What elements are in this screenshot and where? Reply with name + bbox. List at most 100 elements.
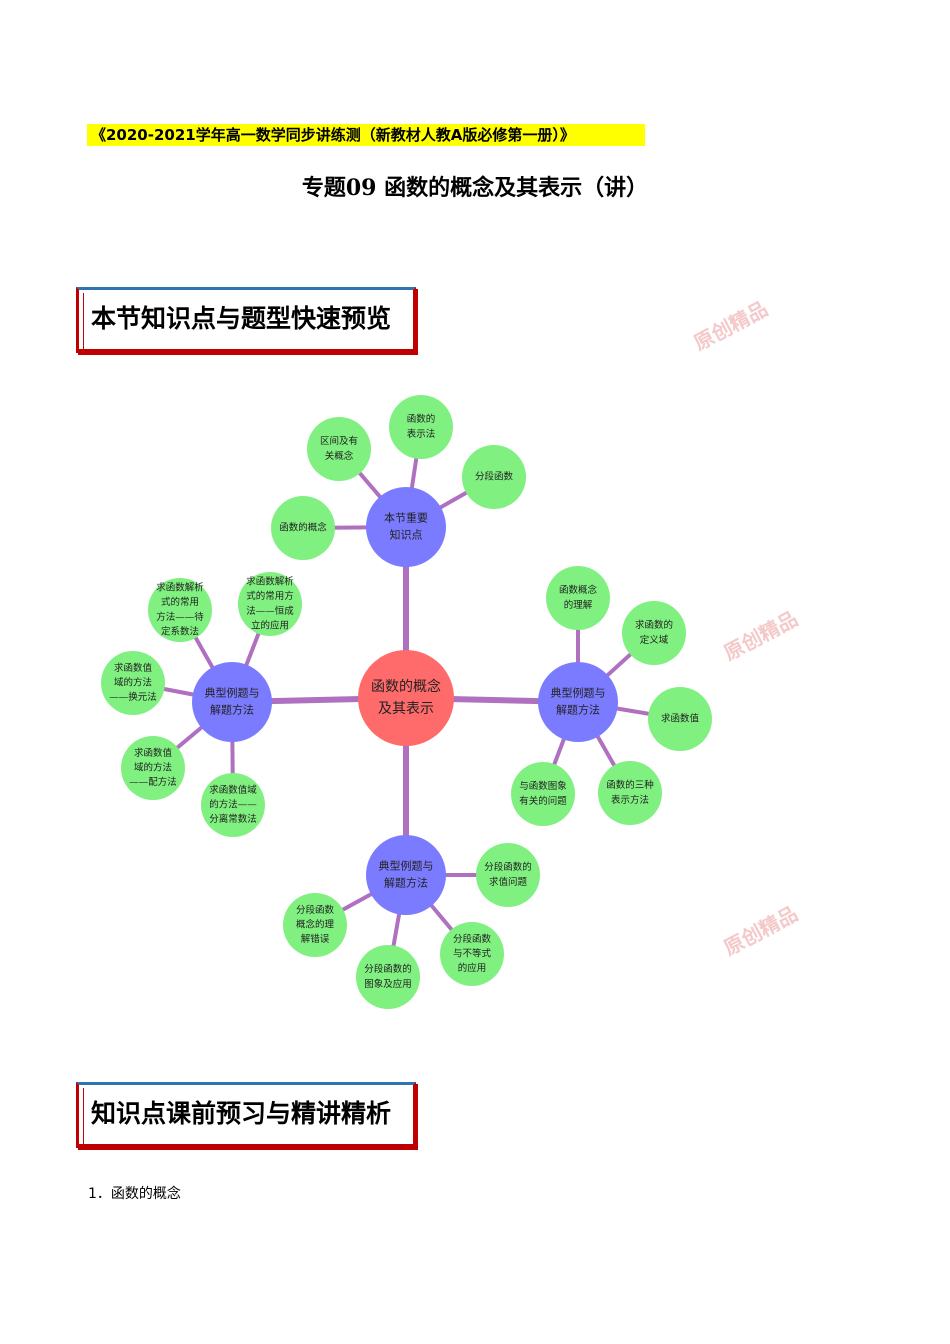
leaf-node-circle <box>598 761 662 825</box>
hub-node-circle <box>192 662 272 742</box>
leaf-node-label: 定义域 <box>640 634 669 646</box>
leaf-node-circle <box>121 736 185 800</box>
leaf-node-label: 分段函数 <box>296 904 335 916</box>
leaf-node-circle <box>462 445 526 509</box>
leaf-node-circle <box>201 773 265 837</box>
leaf-node-label: 法——恒成 <box>246 605 294 617</box>
leaf-node-label: 式的常用方 <box>246 590 294 602</box>
leaf-node-circle <box>271 496 335 560</box>
leaf-node-circle <box>546 566 610 630</box>
leaf-node-label: 分离常数法 <box>209 813 257 825</box>
leaf-node-label: 分段函数的 <box>364 963 412 975</box>
leaf-node-circle <box>389 395 453 459</box>
hub-node-label: 本节重要 <box>384 510 428 524</box>
series-banner: 《2020-2021学年高一数学同步讲练测（新教材人教A版必修第一册）》 <box>87 124 645 146</box>
leaf-node-label: 表示方法 <box>611 794 649 806</box>
section-heading-analysis: 知识点课前预习与精讲精析 <box>76 1082 416 1148</box>
knowledge-point-heading: 1．函数的概念 <box>88 1186 181 1202</box>
hub-node-label: 典型例题与 <box>551 685 606 699</box>
document-title: 专题09 函数的概念及其表示（讲） <box>301 175 649 201</box>
leaf-node-label: 有关的问题 <box>519 795 567 807</box>
leaf-node-label: ——配方法 <box>129 776 177 788</box>
leaf-node-label: 图象及应用 <box>364 978 412 990</box>
leaf-node-label: 方法——待 <box>156 611 204 623</box>
leaf-node-label: 立的应用 <box>251 620 289 632</box>
leaf-node-label: 解错误 <box>301 933 330 945</box>
leaf-node-label: 定系数法 <box>161 626 199 638</box>
leaf-node: 求函数值 <box>648 687 712 751</box>
leaf-node: 函数的概念 <box>271 496 335 560</box>
leaf-node-circle <box>476 843 540 907</box>
leaf-node-circle <box>101 651 165 715</box>
leaf-node-label: 求函数解析 <box>156 581 204 593</box>
leaf-node-label: 求函数解析 <box>246 575 294 587</box>
hub-node-label: 解题方法 <box>210 703 254 717</box>
leaf-node-label: 求函数值 <box>114 662 153 674</box>
hub-node-label: 解题方法 <box>556 703 600 717</box>
mind-map: 函数的概念区间及有关概念函数的表示法分段函数本节重要知识点函数概念的理解求函数的… <box>101 395 712 1009</box>
leaf-node-label: 函数的概念 <box>279 522 327 534</box>
leaf-node-circle <box>283 893 347 957</box>
leaf-node-circle <box>648 687 712 751</box>
leaf-node-label: 函数概念 <box>559 584 598 596</box>
leaf-node-circle <box>440 922 504 986</box>
leaf-node-label: 求函数值 <box>661 713 700 725</box>
leaf-node-circle <box>238 572 302 636</box>
leaf-node-label: 域的方法 <box>134 762 172 774</box>
leaf-node-label: 求函数值域 <box>209 784 257 796</box>
leaf-node-label: 的方法—— <box>209 799 257 811</box>
hub-node-label: 知识点 <box>390 528 423 542</box>
center-node-circle <box>358 650 454 746</box>
hub-node-circle <box>366 835 446 915</box>
leaf-node-circle <box>148 578 212 642</box>
leaf-node-label: 函数的 <box>407 413 436 425</box>
leaf-node-label: 与不等式 <box>453 948 492 960</box>
leaf-node-circle <box>511 762 575 826</box>
section-heading-preview-label: 本节知识点与题型快速预览 <box>83 293 413 349</box>
hub-node-label: 典型例题与 <box>379 858 434 872</box>
leaf-node-label: 区间及有 <box>320 435 358 447</box>
hub-node-circle <box>538 662 618 742</box>
leaf-node-label: ——换元法 <box>109 691 157 703</box>
leaf-node-label: 表示法 <box>407 428 436 440</box>
leaf-node-label: 分段函数 <box>453 933 492 945</box>
leaf-node-label: 概念的理 <box>296 919 335 931</box>
leaf-node-label: 的应用 <box>458 962 487 974</box>
leaf-node-label: 与函数图象 <box>519 780 567 792</box>
leaf-node-label: 域的方法 <box>114 677 152 689</box>
leaf-node-circle <box>356 945 420 1009</box>
hub-node-circle <box>366 487 446 567</box>
hub-node-label: 解题方法 <box>384 876 428 890</box>
leaf-node: 分段函数 <box>462 445 526 509</box>
leaf-node-label: 分段函数 <box>475 471 514 483</box>
watermark-stamp: 原创精品 <box>689 296 772 356</box>
leaf-node-circle <box>622 601 686 665</box>
leaf-node-label: 式的常用 <box>161 596 199 608</box>
leaf-node-label: 求函数的 <box>635 619 673 631</box>
section-heading-analysis-label: 知识点课前预习与精讲精析 <box>83 1088 413 1144</box>
center-node: 函数的概念及其表示 <box>358 650 454 746</box>
leaf-node-label: 关概念 <box>325 450 354 462</box>
section-heading-preview: 本节知识点与题型快速预览 <box>76 287 416 353</box>
leaf-node-label: 求函数值 <box>134 747 173 759</box>
leaf-node-label: 分段函数的 <box>484 861 532 873</box>
leaf-node-circle <box>307 417 371 481</box>
